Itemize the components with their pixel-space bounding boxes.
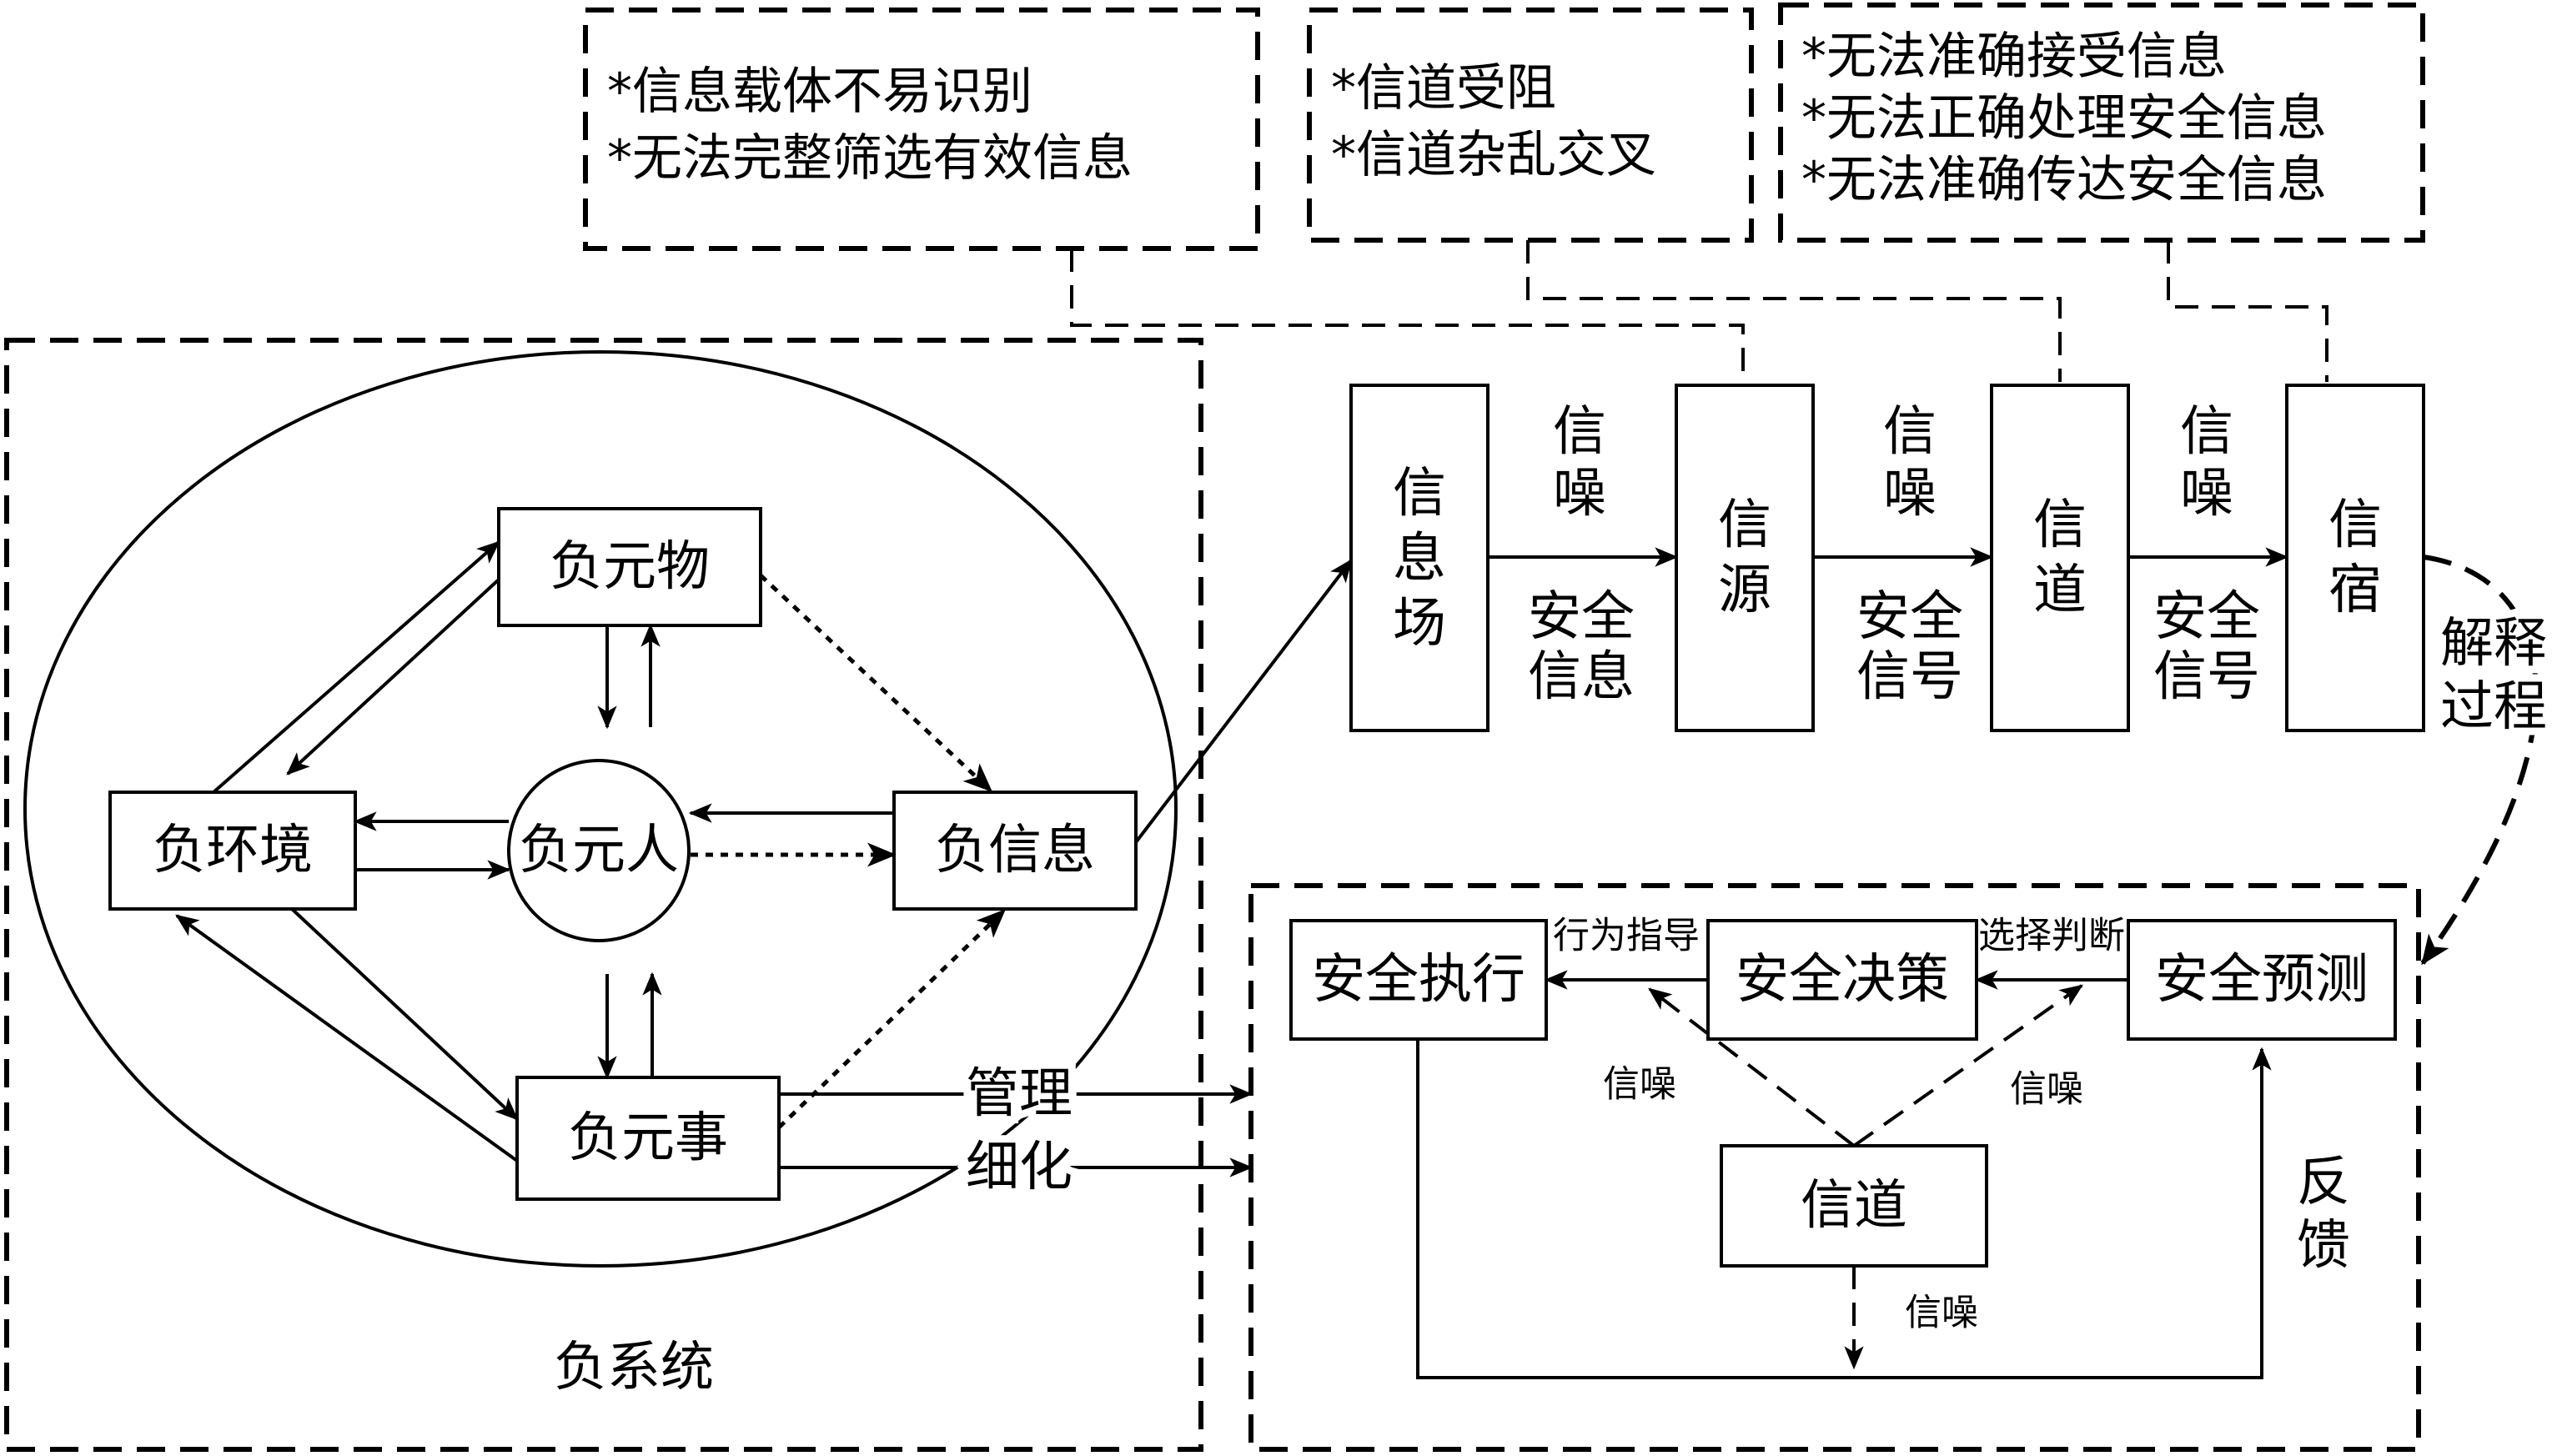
channel-char-1: 信 — [2033, 495, 2087, 556]
source-char-1: 信 — [1718, 495, 1771, 556]
note-receiver-line-2: *无法正确处理安全信息 — [1801, 89, 2327, 148]
label-noise-bottom: 信噪 — [1905, 1292, 1978, 1334]
negative-system-arrows — [175, 540, 1353, 1177]
note-box-channel: *信道受阻 *信道杂乱交叉 — [1307, 8, 1754, 243]
box-safety-decide: 安全决策 — [1706, 919, 1978, 1041]
note-channel-line-1: *信道受阻 — [1331, 59, 1556, 118]
label-select-judge: 选择判断 — [1978, 915, 2125, 957]
info-field-char-2: 息 — [1393, 528, 1446, 590]
noise2-char-2: 噪 — [1883, 463, 1937, 525]
noise3-char-2: 噪 — [2180, 463, 2233, 525]
box-safety-execute: 安全执行 — [1289, 919, 1548, 1041]
noise1-char-1: 信 — [1553, 401, 1606, 463]
note-receiver-line-1: *无法准确接受信息 — [1801, 28, 2227, 86]
feedback-char-2: 馈 — [2297, 1215, 2350, 1277]
interpret-curve — [2420, 555, 2539, 966]
info-field-char-3: 场 — [1393, 593, 1446, 655]
noise1-char-2: 噪 — [1553, 463, 1606, 525]
safety-predict-label: 安全预测 — [2155, 949, 2369, 1011]
node-element-thing-label: 负元物 — [550, 536, 710, 598]
negative-system-frame — [4, 338, 1203, 1452]
noise2-char-1: 信 — [1883, 401, 1937, 463]
node-person: 负元人 — [507, 759, 691, 942]
label2-line-1: 安全 — [1856, 586, 1963, 648]
node-event: 负元事 — [515, 1076, 781, 1201]
node-person-label: 负元人 — [519, 820, 679, 881]
source-char-2: 源 — [1718, 560, 1771, 621]
label2-line-2: 信号 — [1856, 646, 1963, 708]
interpret-line-2: 过程 — [2440, 676, 2547, 738]
label-manage: 管理 — [966, 1063, 1073, 1125]
label-noise-left: 信噪 — [1603, 1063, 1676, 1106]
note-carrier-line-2: *无法完整筛选有效信息 — [607, 129, 1133, 188]
process-channel-label: 信道 — [1801, 1175, 1907, 1237]
negative-system-title: 负系统 — [554, 1337, 714, 1398]
label-noise-right: 信噪 — [2010, 1068, 2083, 1111]
flow-info-field: 信 息 场 — [1349, 384, 1489, 732]
note-channel-line-2: *信道杂乱交叉 — [1331, 126, 1656, 184]
label3-line-2: 信号 — [2153, 646, 2260, 708]
note-carrier-line-1: *信息载体不易识别 — [607, 63, 1032, 121]
info-field-char-1: 信 — [1393, 463, 1446, 525]
node-environment: 负环境 — [108, 791, 357, 911]
connector-note2-channel — [1526, 240, 2062, 382]
flow-source: 信 源 — [1675, 384, 1815, 732]
safety-process-frame — [1248, 883, 2421, 1452]
label-refine: 细化 — [966, 1137, 1073, 1198]
label-behavior-guide: 行为指导 — [1553, 915, 1700, 957]
connector-note1-source — [1070, 249, 1745, 382]
safety-execute-label: 安全执行 — [1312, 949, 1525, 1011]
node-information: 负信息 — [892, 791, 1138, 911]
safety-decide-label: 安全决策 — [1736, 949, 1949, 1011]
node-event-label: 负元事 — [568, 1107, 728, 1169]
node-environment-label: 负环境 — [153, 820, 313, 881]
sink-char-2: 宿 — [2328, 560, 2382, 621]
label1-line-1: 安全 — [1528, 586, 1635, 648]
negative-system-ellipse — [23, 350, 1178, 1268]
label3-line-1: 安全 — [2153, 586, 2260, 648]
box-safety-predict: 安全预测 — [2127, 919, 2397, 1041]
connector-note3-sink — [2167, 240, 2328, 382]
noise3-char-1: 信 — [2180, 401, 2233, 463]
flow-channel: 信 道 — [1990, 384, 2130, 732]
interpret-line-1: 解释 — [2440, 613, 2547, 675]
label1-line-2: 信息 — [1528, 646, 1635, 708]
note-box-receiver: *无法准确接受信息 *无法正确处理安全信息 *无法准确传达安全信息 — [1778, 3, 2425, 243]
note-receiver-line-3: *无法准确传达安全信息 — [1801, 151, 2327, 209]
node-information-label: 负信息 — [935, 820, 1095, 881]
process-arrows — [1416, 970, 2272, 1379]
note-box-carrier: *信息载体不易识别 *无法完整筛选有效信息 — [583, 8, 1260, 251]
box-process-channel: 信道 — [1720, 1144, 1988, 1268]
feedback-char-1: 反 — [2297, 1152, 2350, 1213]
sink-char-1: 信 — [2328, 495, 2382, 556]
node-element-thing: 负元物 — [497, 507, 762, 627]
channel-char-2: 道 — [2033, 560, 2087, 621]
flow-sink: 信 宿 — [2285, 384, 2425, 732]
